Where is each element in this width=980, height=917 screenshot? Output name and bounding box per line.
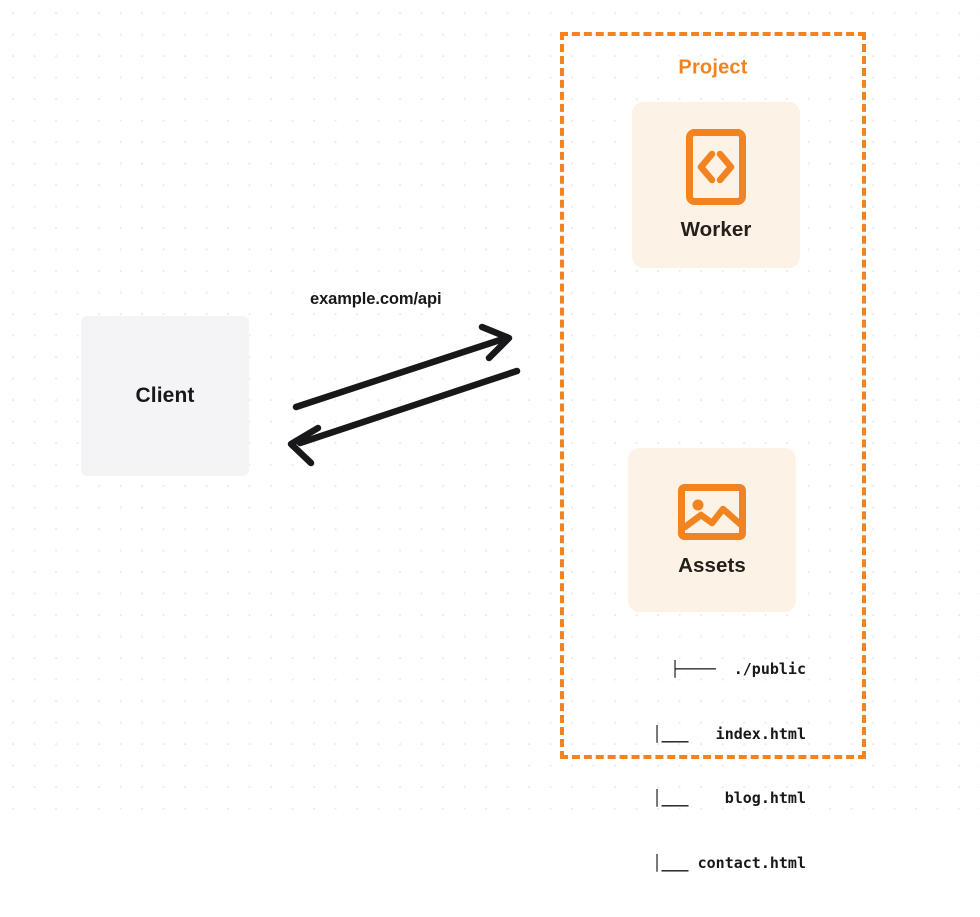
- image-icon: [678, 484, 746, 540]
- project-title: Project: [671, 56, 755, 80]
- project-container: Project: [560, 32, 866, 759]
- response-arrow: [287, 367, 521, 467]
- code-brackets-icon: [686, 129, 746, 205]
- worker-card[interactable]: Worker: [632, 102, 800, 268]
- client-label: Client: [135, 384, 195, 407]
- client-node: Client: [81, 316, 249, 476]
- file-tree-line: │___ contact.html: [625, 853, 806, 872]
- file-tree-line: │___ index.html: [625, 724, 806, 743]
- file-tree-line: ├──── ./public: [670, 660, 806, 678]
- worker-card-label: Worker: [680, 218, 752, 241]
- file-tree-line: │___ blog.html: [625, 789, 806, 807]
- connection-label: example.com/api: [310, 290, 442, 308]
- diagram-canvas: Client example.com/api Project Worker: [0, 0, 980, 872]
- assets-card-label: Assets: [678, 554, 746, 577]
- request-arrow: [292, 323, 513, 411]
- assets-card[interactable]: Assets: [628, 448, 796, 612]
- assets-file-tree: ├──── ./public │___ index.html │___ blog…: [606, 616, 806, 917]
